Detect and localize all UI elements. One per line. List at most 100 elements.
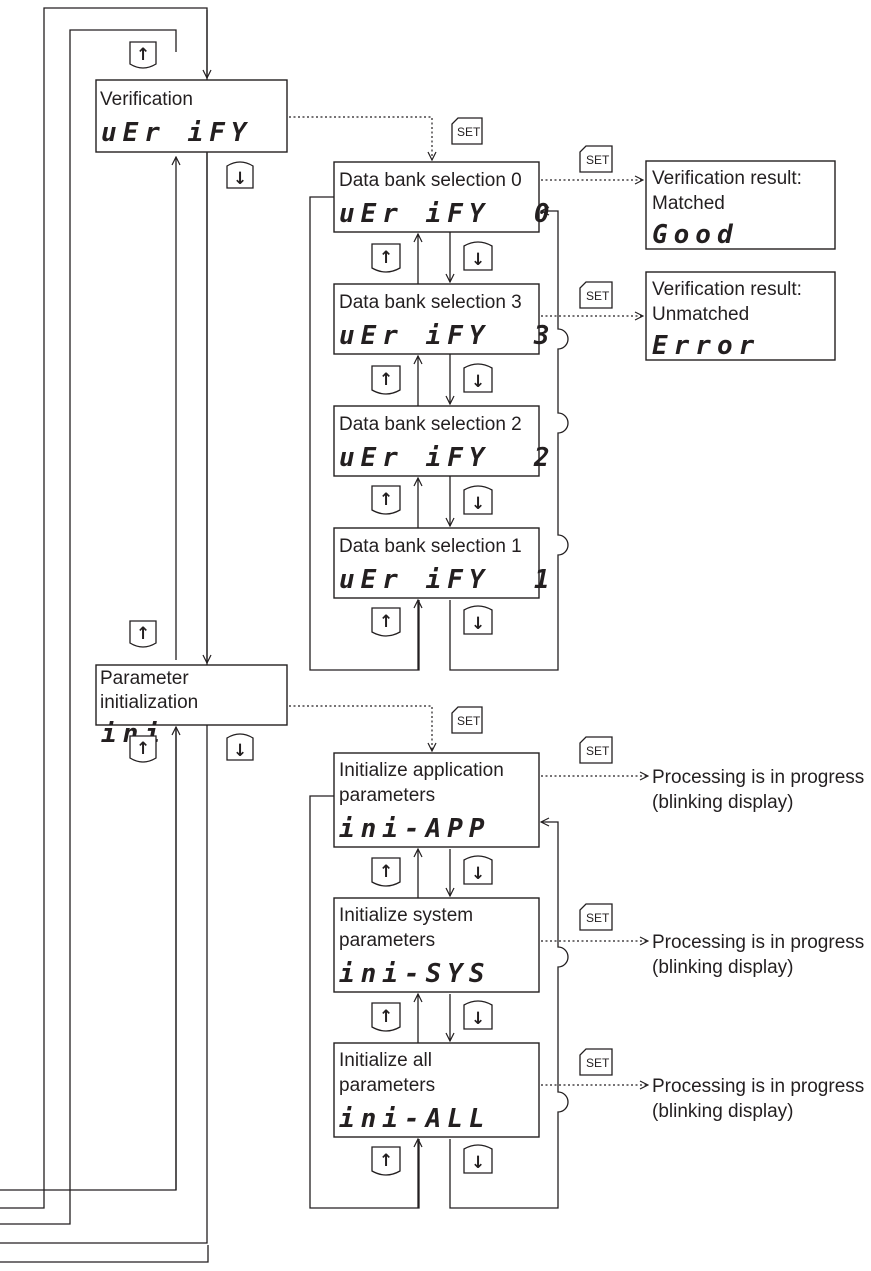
up-arrow-key-icon: ↑ — [371, 243, 401, 273]
svg-text:SET: SET — [586, 1056, 610, 1070]
svg-text:ini-SYS: ini-SYS — [339, 959, 491, 989]
verification-result-unmatched-box: Verification result: Unmatched Error — [645, 271, 836, 361]
svg-text:Unmatched: Unmatched — [652, 304, 749, 325]
set-key-icon: SET — [451, 117, 483, 145]
processing-text: Processing is in progress — [652, 1076, 864, 1097]
outer-loop-line-4 — [0, 730, 177, 1191]
svg-text:↓: ↓ — [471, 1153, 485, 1173]
svg-text:↓: ↓ — [233, 169, 247, 189]
up-arrow-key-icon: ↑ — [371, 485, 401, 515]
svg-text:↑: ↑ — [136, 624, 150, 644]
processing-subtext: (blinking display) — [652, 957, 794, 978]
verify-bank-box-1: Data bank selection 1 uEr iFY 1 — [333, 527, 556, 599]
down-arrow-key-icon: ↓ — [226, 733, 254, 761]
verification-display: uEr iFY — [101, 118, 253, 148]
svg-text:SET: SET — [586, 744, 610, 758]
svg-text:↑: ↑ — [136, 45, 150, 65]
verify-bank-box-0: Data bank selection 0 uEr iFY 0 — [333, 161, 550, 233]
svg-text:SET: SET — [586, 911, 610, 925]
svg-text:↑: ↑ — [379, 248, 393, 268]
set-key-icon: SET — [579, 1048, 613, 1076]
svg-text:Data bank selection 2: Data bank selection 2 — [339, 414, 522, 435]
up-arrow-key-icon: ↑ — [371, 857, 401, 887]
svg-text:parameters: parameters — [339, 785, 435, 806]
svg-text:Verification result:: Verification result: — [652, 279, 802, 300]
verify-bank-box-3: Data bank selection 3 uEr iFY 3 — [333, 283, 556, 355]
up-arrow-key-icon: ↑ — [371, 1002, 401, 1032]
set-key-icon: SET — [451, 706, 483, 734]
parameter-initialization-box: Parameter initialization ini — [95, 664, 288, 749]
up-arrow-key-icon: ↑ — [129, 41, 157, 69]
processing-subtext: (blinking display) — [652, 1101, 794, 1122]
processing-text: Processing is in progress — [652, 767, 864, 788]
svg-text:uEr iFY 3: uEr iFY 3 — [339, 321, 556, 351]
processing-subtext: (blinking display) — [652, 792, 794, 813]
outer-loop-line-1 — [0, 7, 208, 1244]
svg-text:initialization: initialization — [100, 692, 198, 713]
up-arrow-key-icon: ↑ — [129, 735, 157, 763]
set-key-icon: SET — [579, 281, 613, 309]
svg-text:SET: SET — [457, 125, 481, 139]
svg-text:SET: SET — [457, 714, 481, 728]
init-application-box: Initialize application parameters ini-AP… — [333, 752, 540, 848]
svg-text:ini-ALL: ini-ALL — [339, 1104, 491, 1134]
down-arrow-key-icon: ↓ — [463, 1144, 493, 1174]
verification-label: Verification — [100, 89, 193, 110]
svg-text:↓: ↓ — [233, 741, 247, 761]
svg-text:↓: ↓ — [471, 1009, 485, 1029]
svg-text:↑: ↑ — [379, 1007, 393, 1027]
svg-text:Data bank selection 3: Data bank selection 3 — [339, 292, 522, 313]
svg-text:Parameter: Parameter — [100, 668, 189, 689]
svg-text:↓: ↓ — [471, 372, 485, 392]
init-left-loop — [309, 795, 420, 1209]
svg-text:↓: ↓ — [471, 864, 485, 884]
svg-text:Initialize application: Initialize application — [339, 760, 504, 781]
down-arrow-key-icon: ↓ — [463, 1000, 493, 1030]
svg-text:SET: SET — [586, 289, 610, 303]
svg-text:Verification result:: Verification result: — [652, 168, 802, 189]
svg-text:parameters: parameters — [339, 930, 435, 951]
outer-loop-line-2 — [0, 29, 177, 1225]
svg-text:↑: ↑ — [379, 370, 393, 390]
svg-text:↓: ↓ — [471, 250, 485, 270]
verification-set-flow — [289, 116, 432, 160]
down-arrow-key-icon: ↓ — [463, 241, 493, 271]
set-key-icon: SET — [579, 736, 613, 764]
svg-text:Data bank selection 0: Data bank selection 0 — [339, 170, 522, 191]
svg-text:parameters: parameters — [339, 1075, 435, 1096]
down-arrow-key-icon: ↓ — [463, 605, 493, 635]
svg-text:Initialize all: Initialize all — [339, 1050, 432, 1071]
svg-text:↑: ↑ — [379, 862, 393, 882]
verification-mode-box: Verification uEr iFY — [95, 79, 288, 153]
init-system-box: Initialize system parameters ini-SYS — [333, 897, 540, 993]
verification-result-matched-box: Verification result: Matched Good — [645, 160, 836, 250]
down-arrow-key-icon: ↓ — [226, 161, 254, 189]
bank-left-loop — [309, 196, 420, 671]
set-key-icon: SET — [579, 145, 613, 173]
svg-text:uEr iFY 1: uEr iFY 1 — [339, 565, 556, 595]
verify-bank-box-2: Data bank selection 2 uEr iFY 2 — [333, 405, 556, 477]
svg-text:SET: SET — [586, 153, 610, 167]
init-right-loop — [449, 822, 569, 1209]
init-set-flow — [289, 705, 432, 751]
svg-text:Error: Error — [652, 331, 760, 361]
svg-text:↑: ↑ — [136, 739, 150, 759]
svg-text:↑: ↑ — [379, 490, 393, 510]
up-arrow-key-icon: ↑ — [129, 620, 157, 648]
up-arrow-key-icon: ↑ — [371, 607, 401, 637]
svg-text:↓: ↓ — [471, 494, 485, 514]
svg-text:ini-APP: ini-APP — [339, 814, 491, 844]
up-arrow-key-icon: ↑ — [371, 1146, 401, 1176]
outer-loop-line-3 — [0, 1245, 209, 1263]
init-all-box: Initialize all parameters ini-ALL — [333, 1042, 540, 1138]
set-key-icon: SET — [579, 903, 613, 931]
svg-text:Initialize system: Initialize system — [339, 905, 473, 926]
svg-text:↑: ↑ — [379, 612, 393, 632]
bank-right-loop — [449, 211, 569, 671]
svg-text:↑: ↑ — [379, 1151, 393, 1171]
svg-text:Data bank selection 1: Data bank selection 1 — [339, 536, 522, 557]
svg-text:Good: Good — [652, 220, 739, 250]
svg-text:uEr iFY 2: uEr iFY 2 — [339, 443, 556, 473]
svg-text:↓: ↓ — [471, 614, 485, 634]
